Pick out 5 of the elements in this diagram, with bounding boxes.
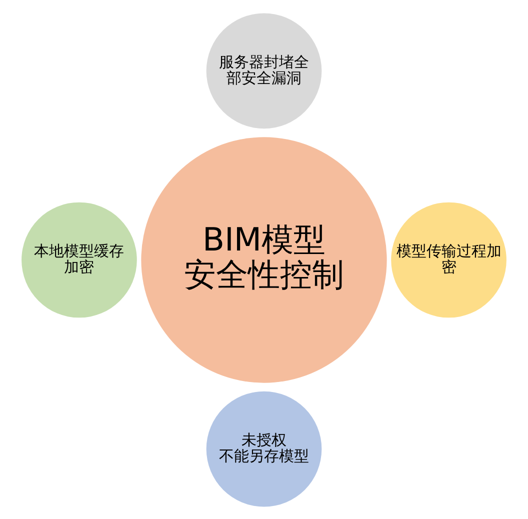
node-circle: 本地模型缓存加密 — [22, 202, 137, 318]
node-circle: 模型传输过程加密 — [391, 202, 506, 318]
node-circle: BIM模型 安全性控制 — [141, 136, 387, 382]
node-circle: 未授权 不能另存模型 — [206, 390, 322, 506]
node-circle: 服务器封堵全部安全漏洞 — [206, 12, 322, 128]
